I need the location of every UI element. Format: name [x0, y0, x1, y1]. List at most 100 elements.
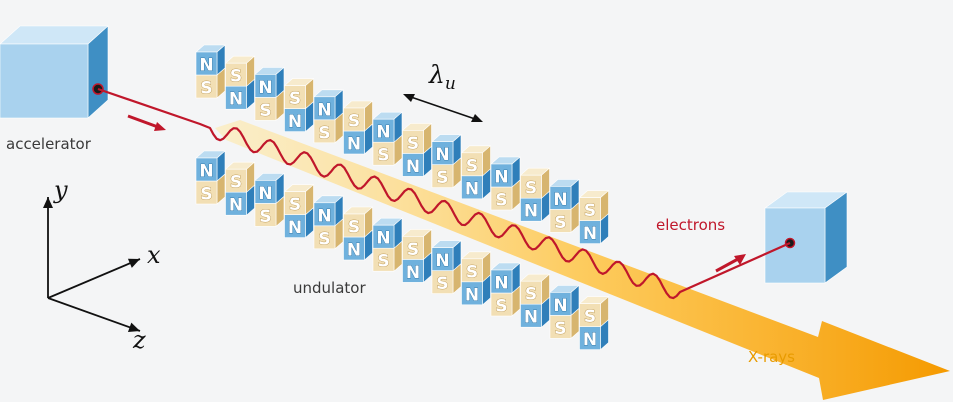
south-pole-letter: S [348, 112, 360, 132]
magnet-north-2: N [254, 66, 285, 98]
lambda-symbol: λ [429, 60, 445, 89]
lower-column-6: SN [372, 217, 403, 272]
south-pole-letter: S [289, 89, 301, 109]
upper-column-2: SN [254, 66, 285, 121]
lower-column-9: NS [460, 251, 492, 306]
north-pole-letter: N [288, 112, 302, 132]
magnet-north-10: N [490, 262, 521, 294]
electron-beam [97, 87, 791, 300]
north-pole-letter: N [317, 206, 331, 226]
upper-column-7: NS [401, 122, 433, 177]
lower-column-0: SN [195, 150, 226, 205]
south-pole-letter: S [466, 262, 478, 282]
lower-column-1: NS [224, 161, 256, 216]
north-pole-letter: N [229, 196, 243, 216]
upper-column-10: SN [490, 156, 521, 211]
south-pole-letter: S [495, 191, 507, 211]
south-pole-letter: S [436, 168, 448, 188]
north-pole-letter: N [258, 78, 272, 98]
magnet-north-8: N [431, 239, 462, 272]
north-pole-letter: N [435, 251, 449, 271]
magnet-south-1: S [224, 161, 256, 193]
magnet-north-8: N [431, 133, 462, 166]
north-pole-letter: N [435, 145, 449, 165]
lambda-subscript: u [444, 74, 456, 94]
xrays-text: X-rays [748, 348, 795, 366]
north-pole-letter: N [317, 100, 331, 120]
south-pole-letter: S [495, 297, 507, 317]
lower-column-11: NS [519, 273, 551, 328]
south-pole-letter: S [554, 319, 566, 339]
north-pole-letter: N [524, 308, 538, 328]
magnet-south-11: S [519, 273, 551, 305]
north-pole-letter: N [553, 190, 567, 210]
accelerator-label: accelerator [6, 135, 91, 153]
electron-arrow-in [127, 114, 159, 129]
north-pole-letter: N [583, 330, 597, 350]
north-pole-letter: N [494, 168, 508, 188]
north-pole-letter: N [229, 90, 243, 110]
south-pole-letter: S [584, 201, 596, 221]
upper-column-12: SN [549, 178, 580, 233]
south-pole-letter: S [259, 101, 271, 121]
period-arrow-head-right [471, 114, 483, 122]
south-pole-letter: S [525, 179, 537, 199]
electron-arrow-in-head [154, 122, 166, 131]
lower-column-12: SN [549, 284, 580, 339]
north-pole-letter: N [524, 202, 538, 222]
south-pole-letter: S [436, 274, 448, 294]
magnet-south-11: S [519, 167, 551, 199]
lower-column-7: NS [401, 228, 433, 283]
upper-column-13: NS [578, 189, 610, 245]
lower-column-8: SN [431, 239, 462, 295]
undulator-label: undulator [293, 279, 366, 297]
lower-column-10: SN [490, 262, 521, 317]
magnet-north-6: N [372, 217, 403, 249]
south-pole-letter: S [584, 307, 596, 327]
lower-column-13: NS [578, 295, 610, 351]
lower-column-5: NS [342, 206, 374, 261]
magnet-north-4: N [313, 89, 344, 121]
magnet-south-5: S [342, 206, 374, 238]
axis-z-head [127, 322, 140, 332]
lower-column-2: SN [254, 172, 285, 227]
north-pole-letter: N [465, 179, 479, 199]
magnet-north-0: N [195, 150, 226, 182]
north-pole-letter: N [347, 241, 361, 261]
south-pole-letter: S [407, 134, 419, 154]
axis-x-line [47, 258, 141, 299]
upper-column-11: NS [519, 167, 551, 222]
period-arrow [407, 95, 479, 121]
magnet-south-9: S [460, 251, 492, 283]
axis-z-label: z [133, 326, 146, 354]
magnet-south-7: S [401, 122, 433, 154]
magnet-north-0: N [195, 44, 226, 76]
axis-x-head [127, 258, 140, 268]
north-pole-letter: N [288, 218, 302, 238]
electron-trajectory [97, 87, 791, 300]
electron-arrow-out [715, 257, 739, 273]
magnet-north-2: N [254, 172, 285, 204]
magnet-south-1: S [224, 55, 256, 87]
magnet-south-13: S [578, 189, 610, 222]
north-pole-letter: N [406, 157, 420, 177]
upper-column-8: SN [431, 133, 462, 189]
devices [0, 25, 848, 284]
south-pole-letter: S [200, 79, 212, 99]
xrays-label: X-rays [748, 348, 795, 366]
north-pole-letter: N [199, 162, 213, 182]
north-pole-letter: N [406, 263, 420, 283]
magnet-south-5: S [342, 100, 374, 132]
lower-column-4: SN [313, 195, 344, 250]
upper-column-4: SN [313, 89, 344, 144]
north-pole-letter: N [376, 123, 390, 143]
magnet-north-6: N [372, 111, 403, 143]
south-pole-letter: S [259, 207, 271, 227]
lower-column-3: NS [283, 183, 315, 239]
south-pole-letter: S [200, 185, 212, 205]
south-pole-letter: S [348, 218, 360, 238]
magnet-north-12: N [549, 178, 580, 210]
north-pole-letter: N [583, 224, 597, 244]
